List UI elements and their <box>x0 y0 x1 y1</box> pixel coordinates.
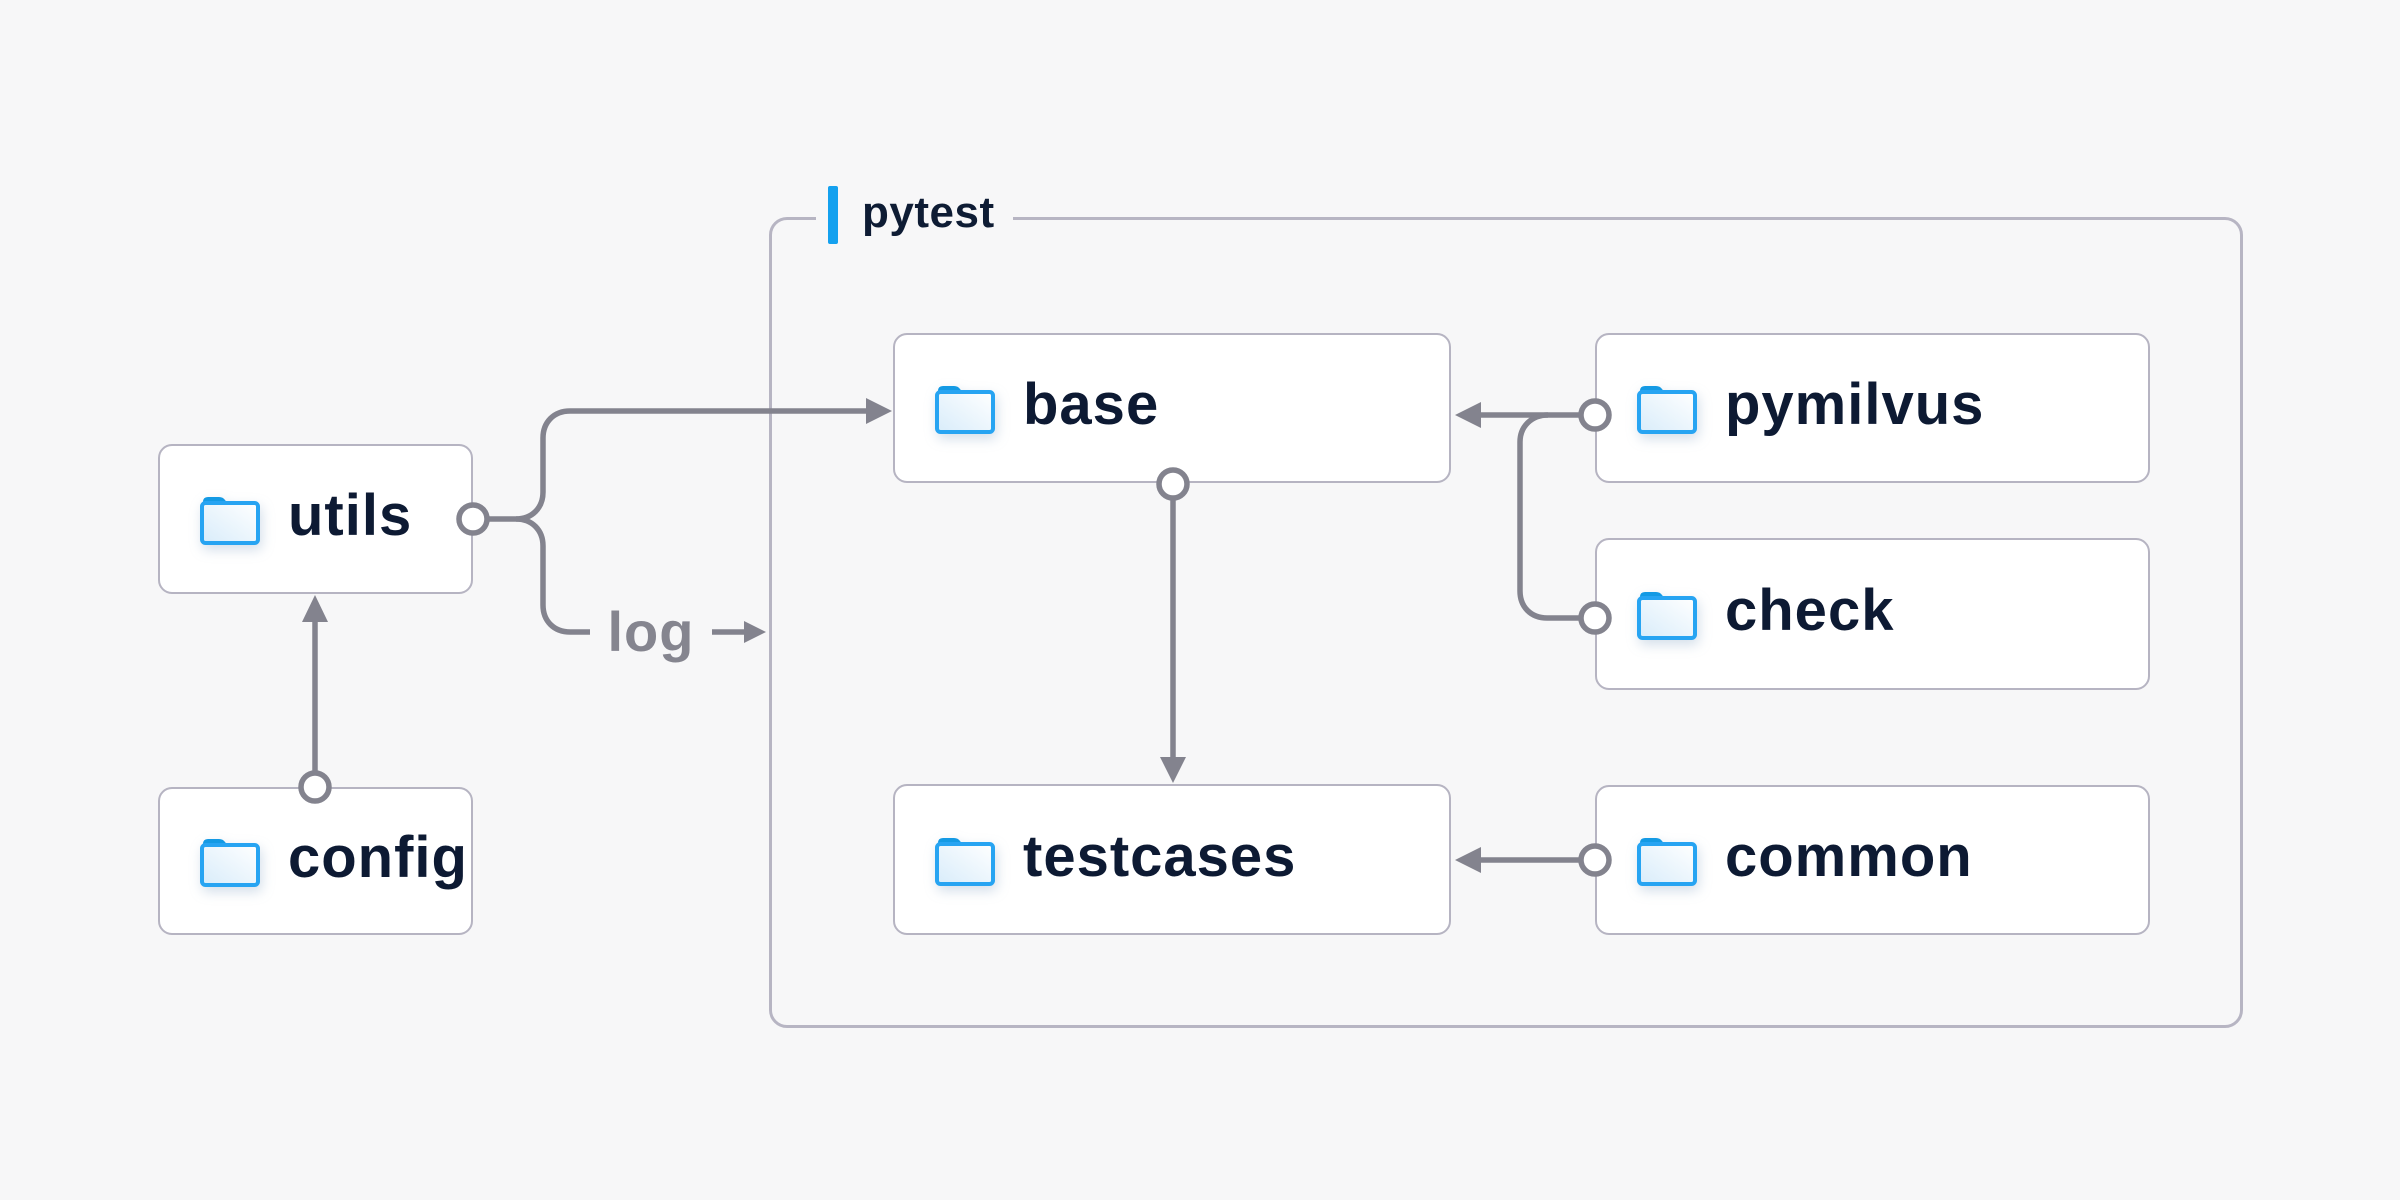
folder-icon <box>1637 592 1697 640</box>
edge-config-utils <box>298 595 332 804</box>
node-label: base <box>1023 372 1160 437</box>
node-testcases: testcases <box>893 784 1451 935</box>
node-check: check <box>1595 538 2150 690</box>
folder-icon <box>1637 838 1697 886</box>
folder-icon <box>200 839 260 887</box>
node-label: config <box>288 825 468 890</box>
node-label: testcases <box>1023 823 1297 889</box>
node-base: base <box>893 333 1451 483</box>
accent-bar <box>828 186 838 244</box>
node-label: pymilvus <box>1725 372 1985 437</box>
node-label: check <box>1725 578 1895 643</box>
folder-icon <box>200 497 260 545</box>
pytest-group-label: pytest <box>816 184 1013 246</box>
folder-icon <box>935 837 995 886</box>
node-label: utils <box>288 483 413 548</box>
folder-icon <box>935 386 995 434</box>
node-utils: utils <box>158 444 473 594</box>
pytest-group-title: pytest <box>862 188 995 237</box>
node-config: config <box>158 787 473 935</box>
arrowhead-right-small <box>744 621 766 643</box>
pytest-group-box <box>769 217 2243 1028</box>
folder-icon <box>1637 386 1697 434</box>
edge-label-log: log <box>607 600 695 663</box>
arrowhead-up <box>302 595 328 622</box>
node-pymilvus: pymilvus <box>1595 333 2150 483</box>
node-label: common <box>1725 824 1973 889</box>
node-common: common <box>1595 785 2150 935</box>
